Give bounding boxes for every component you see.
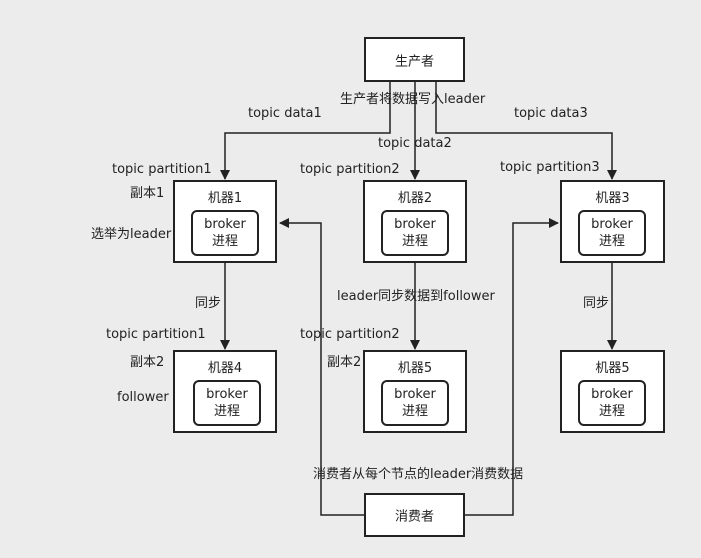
- machine-5-right-title: 机器5: [595, 361, 630, 376]
- consumer-to-machine3-line: [465, 218, 559, 516]
- broker-label: broker: [394, 387, 436, 402]
- partition-label-2: topic partition2: [300, 162, 400, 177]
- producer-to-machine1-line: [220, 82, 391, 180]
- broker-label: broker: [394, 217, 436, 232]
- consumer-label: 消费者: [394, 509, 434, 525]
- topic-data-1-label: topic data1: [248, 106, 322, 121]
- follower-label: follower: [117, 390, 169, 405]
- machine-5: 机器5 broker 进程: [363, 350, 467, 433]
- process-label: 进程: [211, 234, 238, 249]
- machine-5-broker-process: broker 进程: [381, 380, 449, 426]
- machine-3: 机器3 broker 进程: [560, 180, 665, 263]
- process-label: 进程: [213, 404, 240, 419]
- machine-5-right-broker-process: broker 进程: [578, 380, 646, 426]
- consumer-box: 消费者: [364, 493, 465, 537]
- elected-leader-label: 选举为leader: [91, 227, 172, 242]
- replica-1-label: 副本1: [130, 186, 165, 201]
- broker-label: broker: [204, 217, 246, 232]
- replica-2-label-left: 副本2: [130, 355, 165, 370]
- machine-1-broker-process: broker 进程: [191, 210, 259, 256]
- machine-2-title: 机器2: [397, 191, 433, 206]
- consumer-note: 消费者从每个节点的leader消费数据: [313, 467, 524, 482]
- process-label: 进程: [401, 234, 428, 249]
- topic-data-2-label: topic data2: [378, 136, 452, 151]
- machine-4: 机器4 broker 进程: [173, 350, 277, 433]
- broker-label: broker: [206, 387, 248, 402]
- partition-label-1-replica: topic partition1: [106, 327, 206, 342]
- machine-4-broker-process: broker 进程: [193, 380, 261, 426]
- machine-3-broker-process: broker 进程: [578, 210, 646, 256]
- process-label: 进程: [401, 404, 428, 419]
- machine-4-title: 机器4: [207, 361, 243, 376]
- leader-sync-label: leader同步数据到follower: [337, 289, 495, 304]
- producer-to-machine3-line: [435, 82, 617, 180]
- replica-2-label-middle: 副本2: [327, 355, 362, 370]
- sync-label-right: 同步: [583, 296, 610, 311]
- topic-data-3-label: topic data3: [514, 106, 588, 121]
- producer-box: 生产者: [364, 37, 465, 82]
- machine-1: 机器1 broker 进程: [173, 180, 277, 263]
- machine-3-title: 机器3: [595, 191, 630, 206]
- partition-label-3: topic partition3: [500, 160, 600, 175]
- broker-label: broker: [591, 217, 633, 232]
- broker-label: broker: [591, 387, 633, 402]
- consumer-to-machine1-line: [279, 218, 365, 516]
- process-label: 进程: [598, 234, 625, 249]
- machine-5-right: 机器5 broker 进程: [560, 350, 665, 433]
- partition-label-1: topic partition1: [112, 162, 212, 177]
- process-label: 进程: [598, 404, 625, 419]
- machine-2: 机器2 broker 进程: [363, 180, 467, 263]
- machine-1-title: 机器1: [207, 191, 243, 206]
- producer-note: 生产者将数据写入leader: [340, 92, 486, 107]
- machine-5-title: 机器5: [397, 361, 433, 376]
- producer-label: 生产者: [394, 54, 434, 69]
- sync-label-left: 同步: [195, 296, 222, 311]
- machine-2-broker-process: broker 进程: [381, 210, 449, 256]
- partition-label-2-replica: topic partition2: [300, 327, 400, 342]
